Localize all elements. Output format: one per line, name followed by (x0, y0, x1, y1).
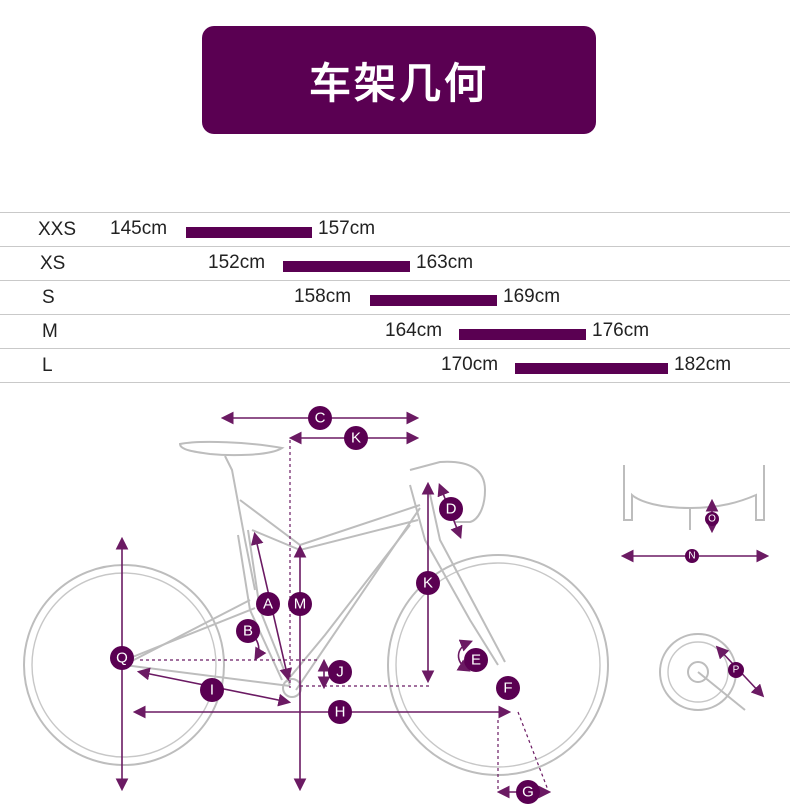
size-label: S (42, 287, 55, 308)
height-range-bar (459, 329, 586, 340)
height-range-bar (283, 261, 410, 272)
handlebar-detail (620, 465, 770, 563)
label-i: I (200, 678, 224, 702)
height-range-bar (515, 363, 668, 374)
label-p: P (728, 662, 744, 678)
svg-text:D: D (446, 501, 457, 518)
height-max: 163cm (416, 252, 474, 273)
svg-text:A: A (263, 596, 273, 613)
height-min: 170cm (441, 354, 499, 375)
svg-text:K: K (423, 575, 433, 592)
dimension-lines (115, 411, 552, 799)
svg-text:H: H (335, 704, 346, 721)
size-row-l: L 170cm 182cm (0, 348, 790, 383)
crankset-detail (659, 633, 765, 711)
svg-text:Q: Q (116, 650, 128, 667)
height-max: 176cm (592, 320, 650, 341)
geometry-diagram: C K D K A M B Q E J F I H G O N P (23, 406, 770, 804)
svg-text:J: J (336, 664, 344, 681)
geometry-labels: C K D K A M B Q E J F I H G O N P (110, 406, 744, 804)
size-label: L (42, 355, 53, 376)
svg-text:M: M (294, 596, 307, 613)
svg-text:I: I (210, 682, 214, 699)
height-range-bar (370, 295, 497, 306)
size-row-xs: XS 152cm 163cm (0, 246, 790, 280)
label-h: H (328, 700, 352, 724)
label-d: D (439, 497, 463, 521)
svg-text:P: P (733, 665, 740, 676)
svg-text:F: F (503, 680, 512, 697)
size-row-m: M 164cm 176cm (0, 314, 790, 348)
height-min: 164cm (385, 320, 443, 341)
size-chart: XXS 145cm 157cm XS 152cm 163cm S 158cm 1… (0, 212, 790, 383)
label-e: E (464, 648, 488, 672)
label-c: C (308, 406, 332, 430)
height-max: 169cm (503, 286, 561, 307)
label-b: B (236, 619, 260, 643)
label-m: M (288, 592, 312, 616)
size-label: XXS (38, 219, 77, 240)
svg-text:O: O (708, 514, 716, 525)
label-k: K (416, 571, 440, 595)
title-banner: 车架几何 (202, 26, 596, 134)
size-label: M (42, 321, 58, 342)
label-n: N (685, 549, 699, 563)
label-o: O (705, 512, 719, 526)
label-l: K (344, 426, 368, 450)
size-row-s: S 158cm 169cm (0, 280, 790, 314)
svg-text:K: K (351, 430, 361, 447)
height-min: 152cm (208, 252, 266, 273)
label-g: G (516, 780, 540, 804)
svg-text:B: B (243, 623, 253, 640)
page-title: 车架几何 (308, 59, 489, 107)
svg-text:N: N (688, 551, 695, 562)
label-q: Q (110, 646, 134, 670)
bike-frame-drawing (23, 440, 609, 776)
svg-text:G: G (522, 784, 534, 801)
height-max: 157cm (318, 218, 376, 239)
svg-text:C: C (315, 410, 326, 427)
svg-text:E: E (471, 652, 481, 669)
height-min: 145cm (110, 218, 168, 239)
label-a: A (256, 592, 280, 616)
size-row-xxs: XXS 145cm 157cm (0, 212, 790, 246)
height-min: 158cm (294, 286, 352, 307)
label-j: J (328, 660, 352, 684)
size-label: XS (40, 253, 66, 274)
height-range-bar (186, 227, 312, 238)
label-f: F (496, 676, 520, 700)
height-max: 182cm (674, 354, 732, 375)
